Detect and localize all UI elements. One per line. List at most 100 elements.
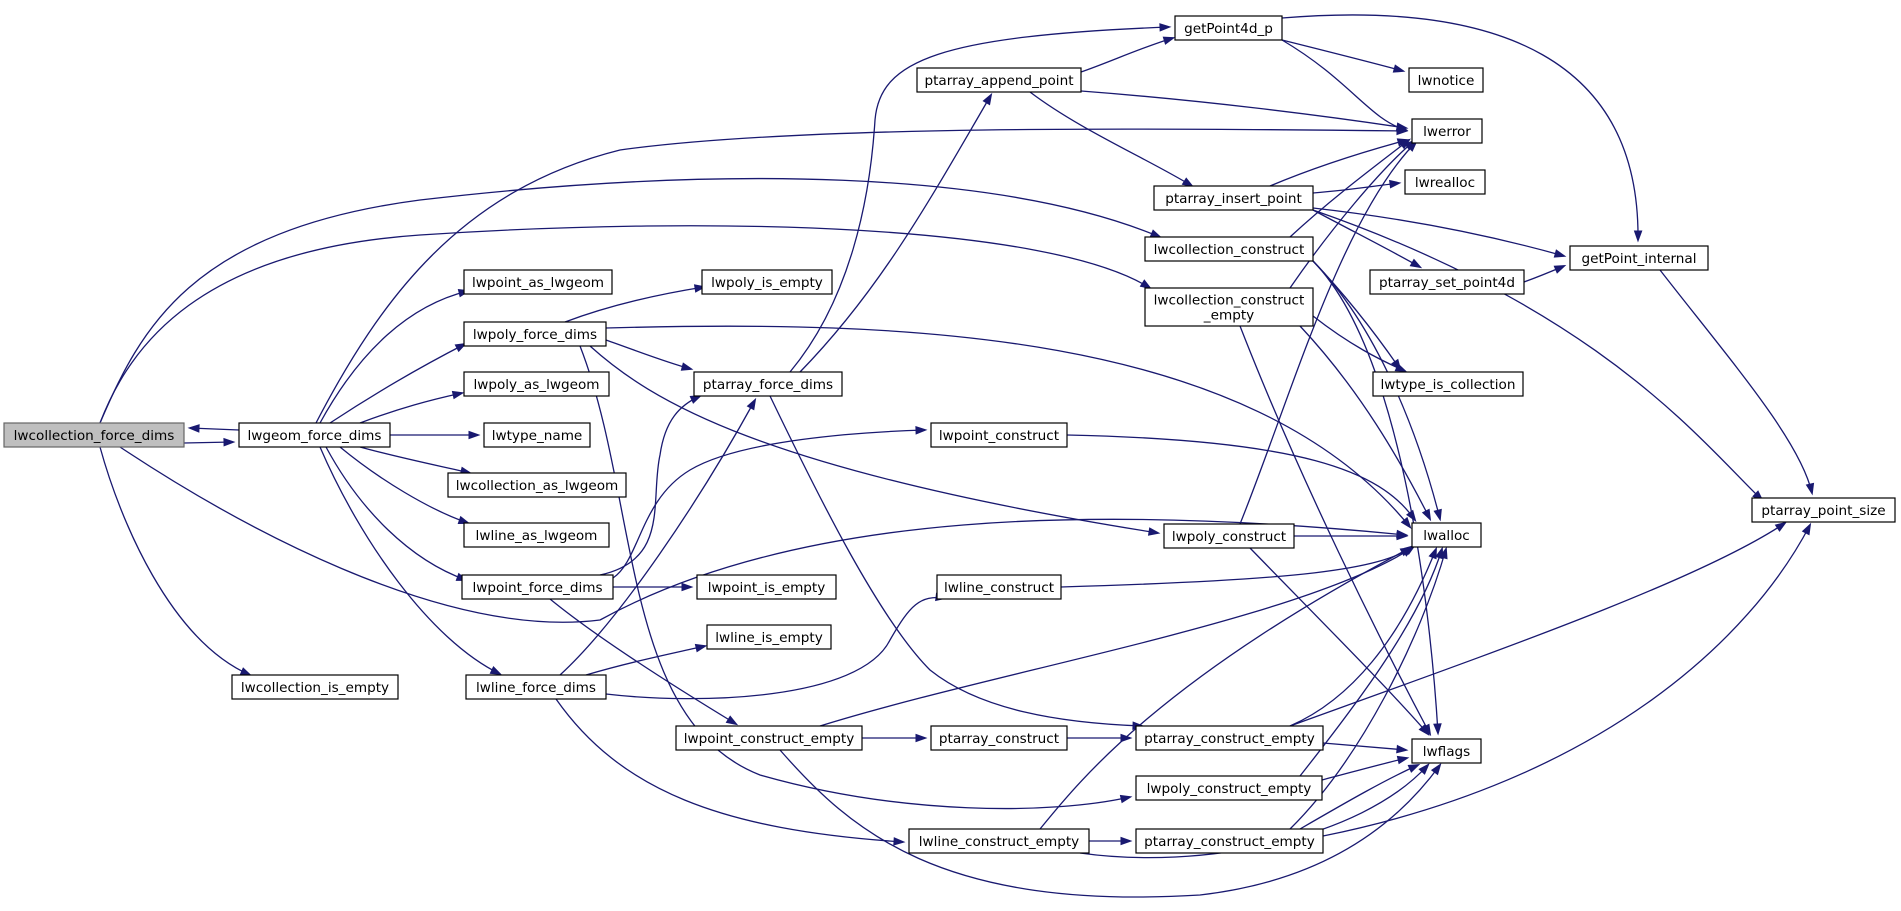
node-ptarray-insert-point[interactable]: ptarray_insert_point: [1153, 185, 1314, 211]
node-label: ptarray_construct: [939, 731, 1059, 747]
edge-lwpoly_force_dims-to-lwalloc: [605, 325, 1412, 529]
node-box: [447, 472, 627, 498]
edge-line: [605, 325, 1411, 528]
edge-line: [1322, 742, 1407, 751]
edge-line: [1080, 37, 1174, 73]
edge-ptarray_construct_empty_1-to-lwalloc: [1289, 546, 1437, 727]
node-lwpoint-construct[interactable]: lwpoint_construct: [930, 422, 1068, 448]
node-lwline-construct-empty[interactable]: lwline_construct_empty: [908, 828, 1090, 854]
node-lwcollection-construct[interactable]: lwcollection_construct: [1144, 236, 1314, 262]
arrowhead: [893, 837, 906, 846]
edge-lwgeom_force_dims-to-lwpoint_as_lwgeom: [319, 289, 471, 424]
edge-line: [1659, 269, 1813, 494]
node-box: [1369, 269, 1525, 295]
edge-lwcollection_construct_empty-to-lwerror: [1289, 139, 1416, 289]
edge-lwcollection_force_dims-to-lwcollection_is_empty: [99, 446, 253, 676]
node-lwcollection-as-lwgeom[interactable]: lwcollection_as_lwgeom: [447, 472, 627, 498]
node-lwrealloc[interactable]: lwrealloc: [1404, 169, 1486, 195]
node-lwgeom-force-dims[interactable]: lwgeom_force_dims: [238, 422, 391, 448]
node-lwnotice[interactable]: lwnotice: [1408, 67, 1484, 93]
edge-line: [1312, 209, 1421, 268]
edge-line: [319, 446, 501, 675]
edge-line: [1299, 764, 1419, 830]
edge-getPoint_internal-to-ptarray_point_size: [1659, 269, 1815, 496]
node-lwpoly-as-lwgeom[interactable]: lwpoly_as_lwgeom: [463, 371, 610, 397]
node-label: lwpoly_construct_empty: [1147, 781, 1312, 797]
node-lwpoint-force-dims[interactable]: lwpoint_force_dims: [461, 574, 614, 600]
node-ptarray-append-point[interactable]: ptarray_append_point: [916, 67, 1082, 93]
arrowhead: [1805, 482, 1815, 496]
node-ptarray-construct[interactable]: ptarray_construct: [930, 725, 1068, 751]
node-lwpoly-force-dims[interactable]: lwpoly_force_dims: [463, 321, 607, 347]
node-lwpoint-as-lwgeom[interactable]: lwpoint_as_lwgeom: [463, 269, 613, 295]
edge-ptarray_insert_point-to-ptarray_set_point4d: [1312, 209, 1423, 269]
node-lwcollection-construct-empty[interactable]: lwcollection_construct_empty: [1144, 287, 1314, 327]
edge-lwline_force_dims-to-lwline_is_empty: [585, 643, 708, 676]
node-box: [1404, 169, 1486, 195]
node-lwtype-name[interactable]: lwtype_name: [483, 422, 591, 448]
node-lwline-force-dims[interactable]: lwline_force_dims: [465, 674, 607, 700]
node-lwcollection-is-empty[interactable]: lwcollection_is_empty: [231, 674, 399, 700]
node-label: lwflags: [1423, 744, 1471, 760]
arrowhead: [489, 665, 503, 676]
node-lwflags[interactable]: lwflags: [1411, 738, 1482, 764]
edge-line: [359, 392, 463, 424]
node-lwpoint-is-empty[interactable]: lwpoint_is_empty: [696, 574, 837, 600]
edge-line: [819, 547, 1413, 727]
node-label: lwpoint_construct: [939, 428, 1059, 444]
node-box: [483, 422, 591, 448]
node-box: [930, 725, 1068, 751]
node-ptarray-force-dims[interactable]: ptarray_force_dims: [693, 371, 843, 397]
arrowhead: [454, 342, 468, 353]
node-lwpoly-construct-empty[interactable]: lwpoly_construct_empty: [1135, 775, 1323, 801]
node-box: [1751, 497, 1896, 523]
arrowhead: [1430, 762, 1442, 776]
node-box: [465, 674, 607, 700]
node-ptarray-construct-empty-2[interactable]: ptarray_construct_empty: [1135, 828, 1324, 854]
arrowhead: [1147, 527, 1161, 536]
edge-lwpoint_force_dims-to-lwpoint_construct: [612, 425, 928, 579]
node-lwline-construct[interactable]: lwline_construct: [936, 574, 1062, 600]
node-box: [463, 371, 610, 397]
node-lwline-as-lwgeom[interactable]: lwline_as_lwgeom: [463, 522, 610, 548]
node-box: [930, 422, 1068, 448]
edge-line: [564, 286, 705, 323]
node-lwerror[interactable]: lwerror: [1411, 118, 1483, 144]
node-lwtype-is-collection[interactable]: lwtype_is_collection: [1372, 371, 1524, 397]
call-graph-edges: [99, 14, 1815, 898]
node-lwpoly-is-empty[interactable]: lwpoly_is_empty: [701, 269, 833, 295]
edge-lwline_construct-to-lwalloc: [1060, 544, 1417, 588]
edge-line: [1029, 91, 1193, 187]
node-lwcollection-force-dims[interactable]: lwcollection_force_dims: [3, 422, 185, 448]
node-ptarray-set-point4d[interactable]: ptarray_set_point4d: [1369, 269, 1525, 295]
node-label: lwline_force_dims: [476, 680, 596, 696]
edge-lwpoly_force_dims-to-lwpoly_is_empty: [564, 284, 707, 323]
node-ptarray-construct-empty-1[interactable]: ptarray_construct_empty: [1135, 725, 1324, 751]
edge-line: [1239, 325, 1431, 735]
edge-lwgeom_force_dims-to-lwtype_name: [390, 430, 481, 440]
edge-lwpoint_construct_empty-to-lwalloc: [819, 546, 1415, 727]
node-label: ptarray_append_point: [924, 73, 1073, 89]
node-label: lwerror: [1423, 124, 1471, 140]
edge-lwpoly_construct-to-lwflags: [1249, 547, 1430, 736]
node-label: ptarray_insert_point: [1165, 191, 1302, 207]
node-lwpoint-construct-empty[interactable]: lwpoint_construct_empty: [675, 725, 863, 751]
edge-lwpoly_construct_empty-to-lwflags: [1321, 755, 1410, 781]
arrowhead: [451, 390, 465, 400]
node-getPoint-internal[interactable]: getPoint_internal: [1569, 245, 1709, 271]
edge-lwcollection_force_dims-to-lwgeom_force_dims: [183, 437, 236, 447]
edge-line: [769, 395, 1143, 727]
node-label: lwpoint_force_dims: [472, 580, 602, 596]
edge-line: [585, 645, 706, 676]
edge-line: [1080, 90, 1407, 129]
node-box: [1174, 15, 1283, 41]
node-ptarray-point-size[interactable]: ptarray_point_size: [1751, 497, 1896, 523]
node-lwline-is-empty[interactable]: lwline_is_empty: [706, 624, 832, 650]
edge-line: [325, 446, 467, 581]
edge-line: [799, 94, 992, 373]
edge-lwpoly_force_dims-to-lwpoly_construct: [589, 345, 1161, 536]
node-lwpoly-construct[interactable]: lwpoly_construct: [1163, 523, 1295, 549]
node-lwalloc[interactable]: lwalloc: [1411, 522, 1482, 548]
node-getPoint4d-p[interactable]: getPoint4d_p: [1174, 15, 1283, 41]
edge-lwline_force_dims-to-ptarray_force_dims: [559, 397, 757, 676]
